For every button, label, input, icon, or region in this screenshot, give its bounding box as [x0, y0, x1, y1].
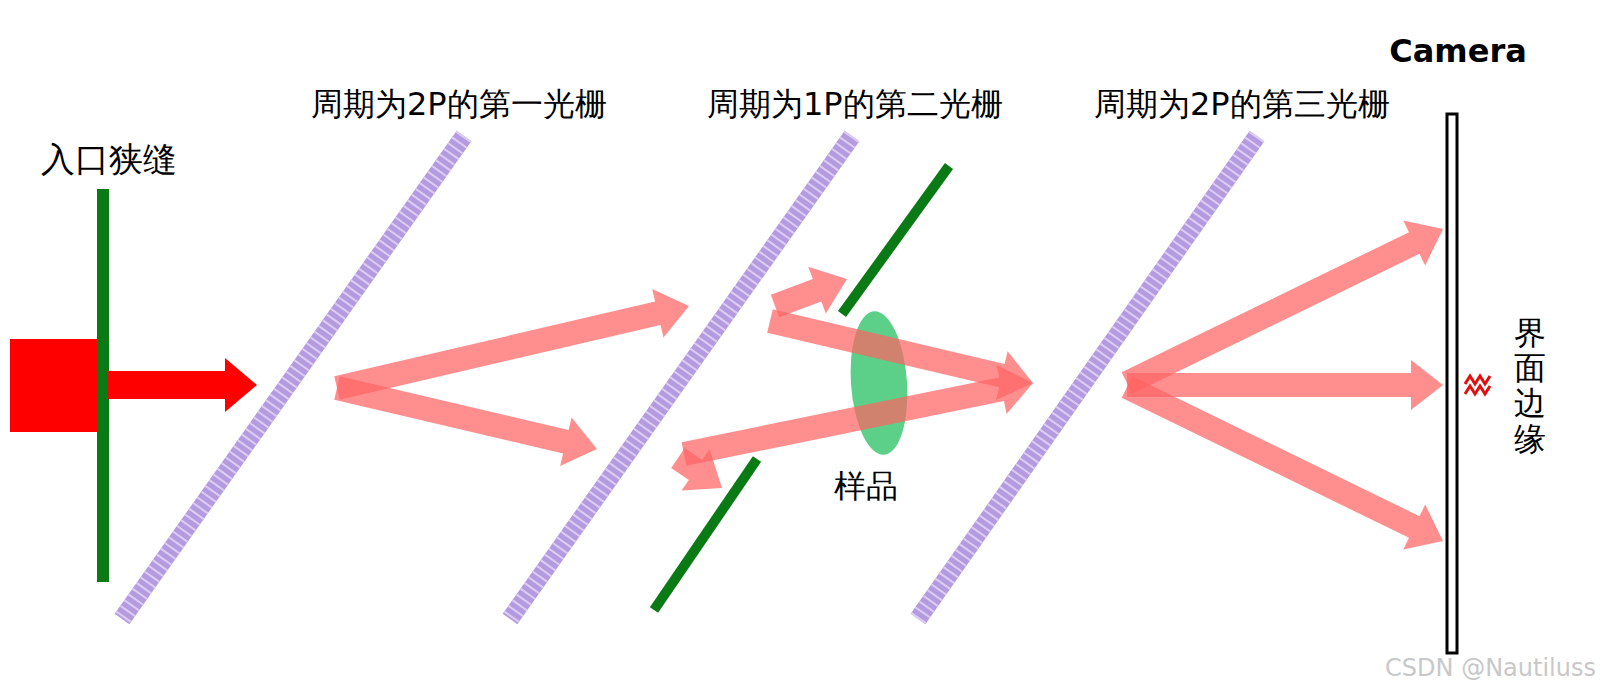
edge-fringe-symbol [1465, 376, 1490, 394]
beam-arrow [1122, 221, 1443, 394]
camera-detector [1447, 114, 1457, 653]
x-ray-source [10, 339, 98, 432]
watermark: CSDN @Nautiluss [1385, 654, 1596, 682]
beams [334, 221, 1443, 550]
part-label: 周期为2P的第三光栅 [1094, 83, 1390, 127]
entrance-slit [97, 189, 109, 582]
grating [510, 136, 852, 619]
part-label: 周期为1P的第二光栅 [707, 83, 1003, 127]
part-label: 周期为2P的第一光栅 [311, 83, 607, 127]
beam-arrow [771, 267, 847, 317]
part-label: 样品 [834, 465, 898, 509]
source-beam [108, 358, 257, 412]
vertical-label: 界面边缘 [1514, 316, 1546, 457]
part-label: Camera [1389, 32, 1527, 70]
beam-arrow [682, 365, 1033, 466]
beam-arrow [108, 358, 257, 412]
beam-arrow [671, 448, 722, 491]
part-label: 入口狭缝 [41, 137, 177, 183]
beam-arrow [1122, 376, 1443, 549]
blocking-plate [842, 166, 949, 314]
beam-arrow [334, 289, 689, 400]
beam-arrow [334, 376, 597, 466]
